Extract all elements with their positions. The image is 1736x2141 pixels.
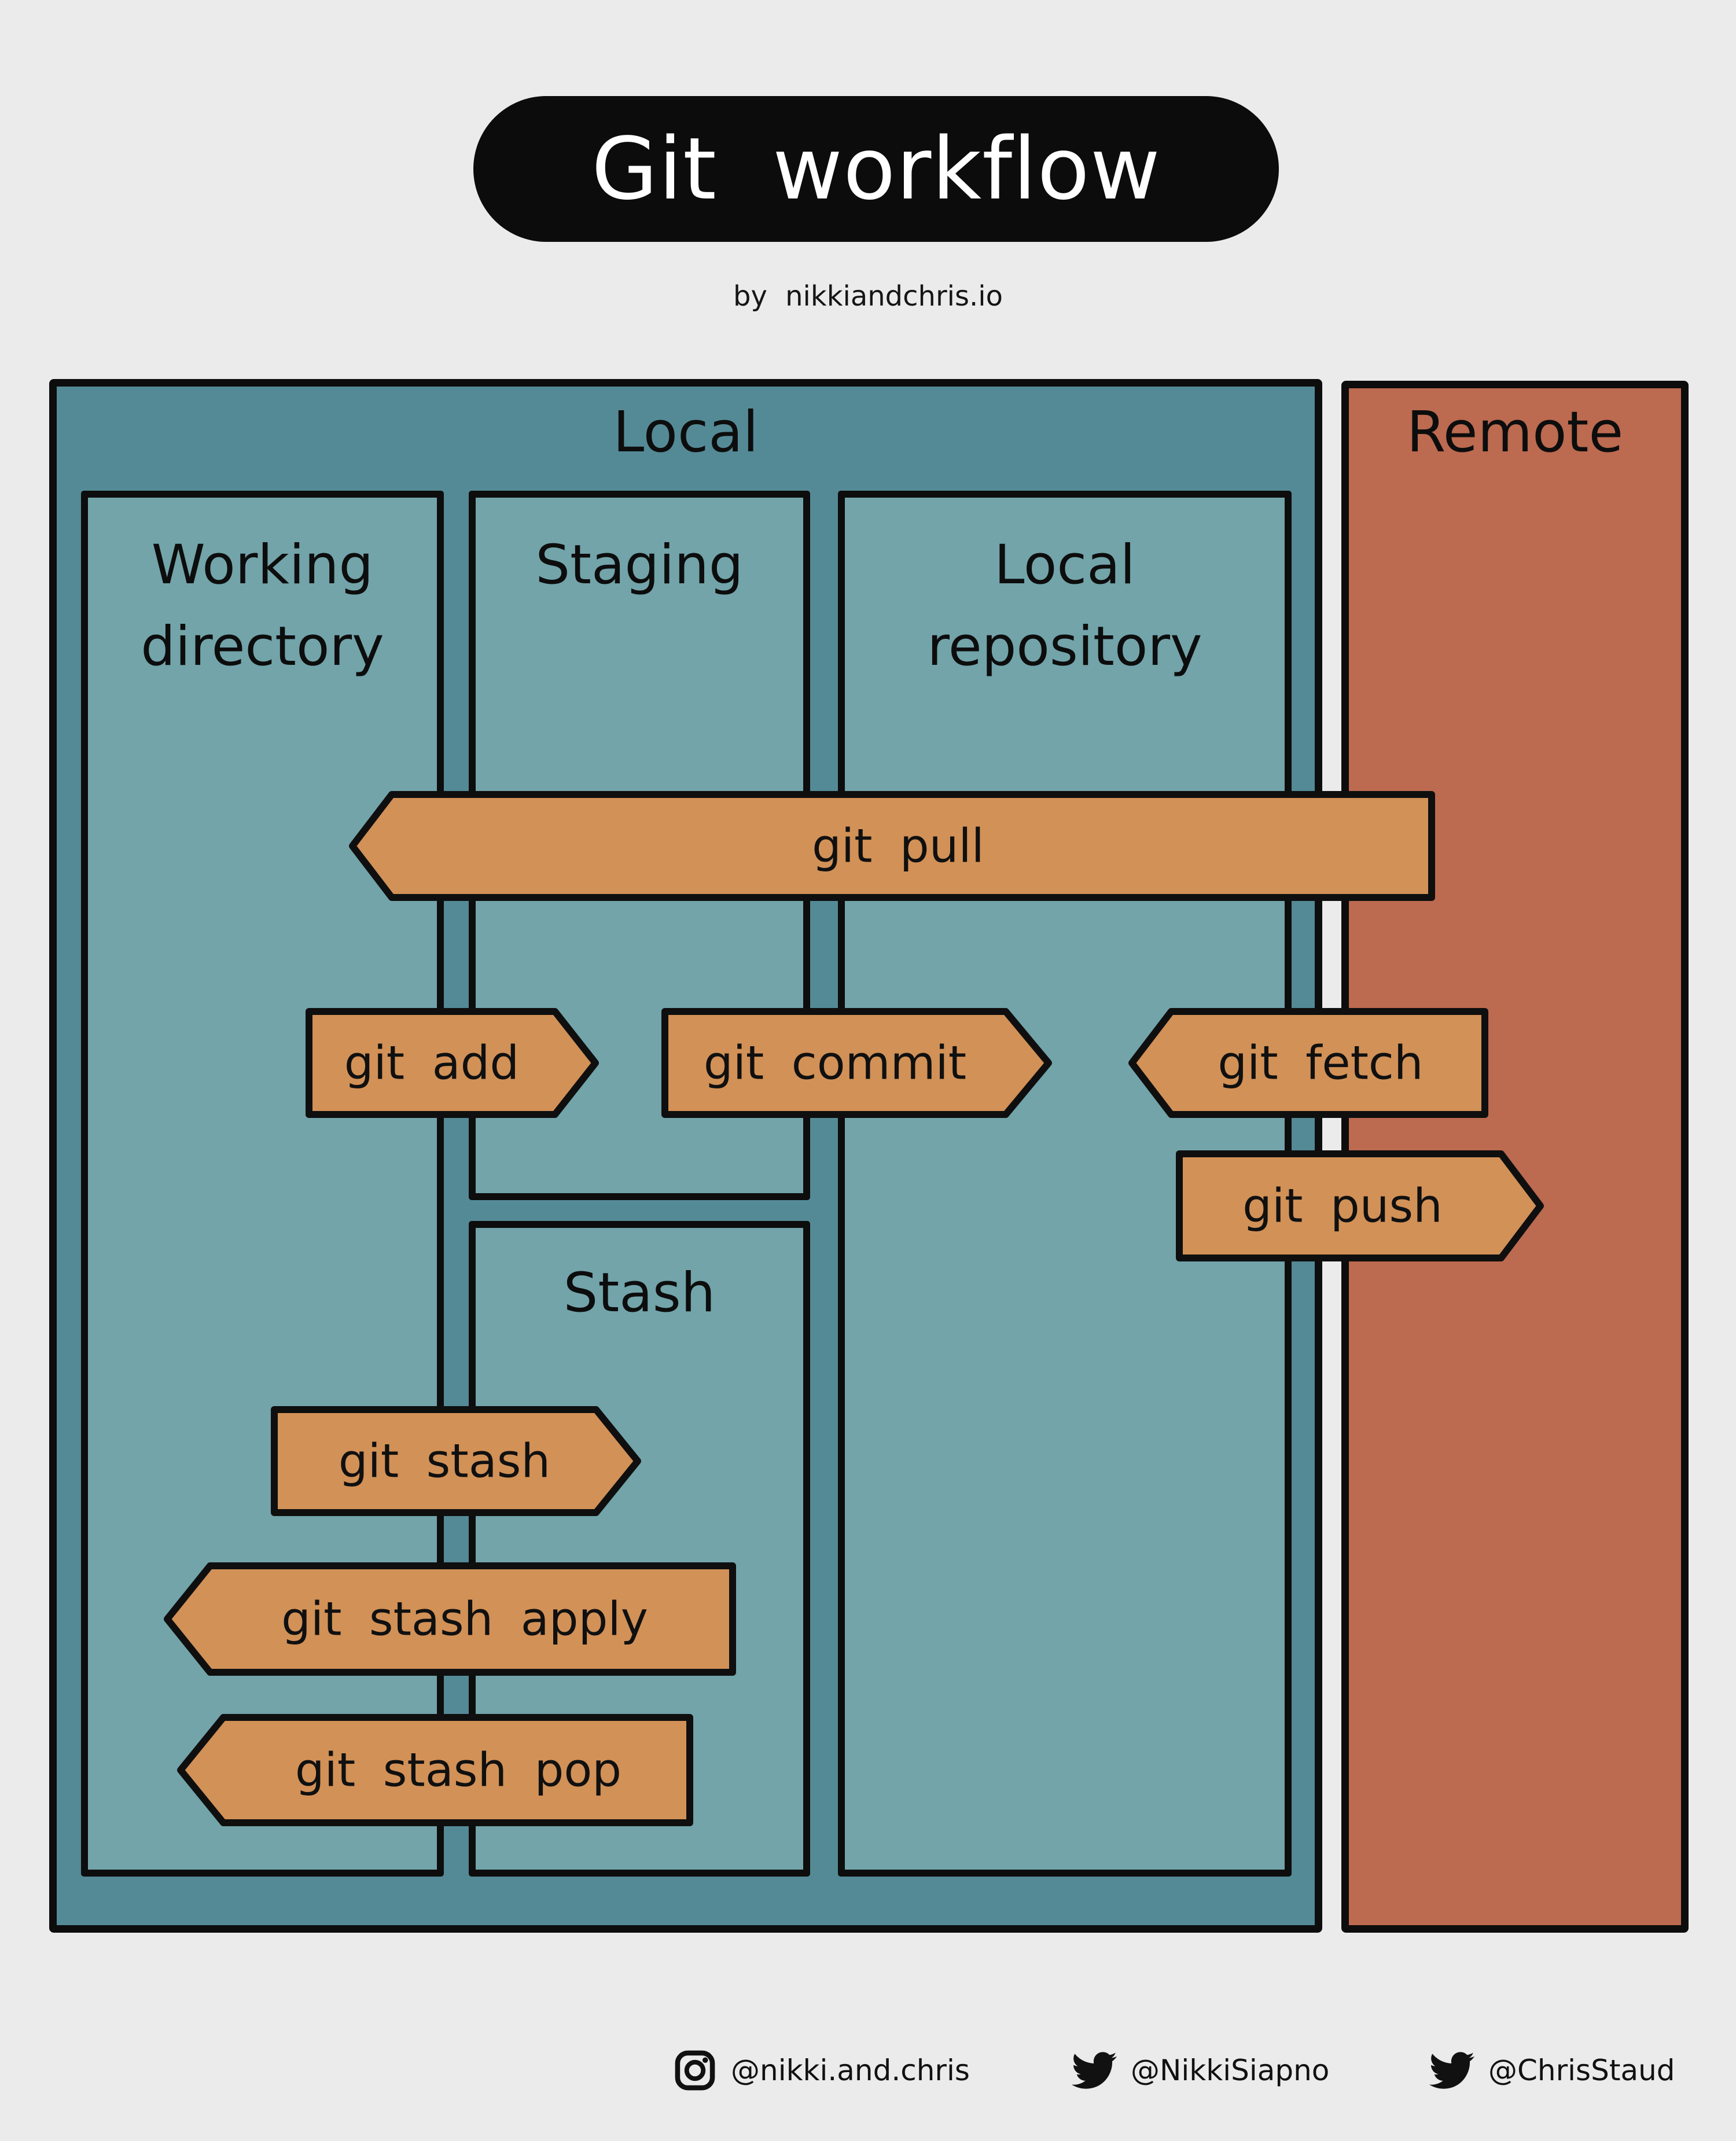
arrow-git-commit-shape	[661, 1008, 1052, 1118]
box-working-directory-label: Working directory	[141, 534, 384, 678]
arrow-git-pull: git pull	[349, 791, 1435, 901]
arrow-git-stash-pop-label: git stash pop	[295, 1743, 621, 1797]
arrow-git-commit: git commit	[661, 1008, 1052, 1118]
arrow-git-commit-label: git commit	[704, 1036, 966, 1090]
instagram-handle: @nikki.and.chris	[731, 2054, 970, 2087]
twitter-icon	[1429, 2052, 1474, 2089]
arrow-git-fetch-shape	[1128, 1008, 1488, 1118]
arrow-git-add-label: git add	[344, 1036, 519, 1090]
page-title: Git workflow	[591, 119, 1161, 219]
panel-remote-label: Remote	[1406, 399, 1624, 465]
twitter-handle-nikki: @NikkiSiapno	[1131, 2054, 1330, 2087]
twitter-handle-chris: @ChrisStaud	[1488, 2054, 1675, 2087]
arrow-git-push: git push	[1176, 1150, 1544, 1261]
byline: by nikkiandchris.io	[733, 280, 1003, 312]
arrow-git-stash-shape	[271, 1406, 641, 1516]
box-local-repository-label: Local repository	[927, 534, 1202, 678]
panel-local-label: Local	[613, 399, 759, 465]
arrow-git-stash: git stash	[271, 1406, 641, 1516]
footer-twitter-nikki: @NikkiSiapno	[1072, 2044, 1329, 2097]
footer-instagram: @nikki.and.chris	[673, 2044, 970, 2097]
footer-twitter-chris: @ChrisStaud	[1429, 2044, 1675, 2097]
arrow-git-push-label: git push	[1242, 1179, 1443, 1233]
footer: @nikki.and.chris @NikkiSiapno @ChrisStau…	[0, 2044, 1736, 2097]
title-pill: Git workflow	[473, 96, 1279, 242]
arrow-git-stash-apply-shape	[164, 1562, 736, 1676]
instagram-icon	[675, 2050, 715, 2091]
arrow-git-pull-label: git pull	[812, 819, 984, 873]
arrow-git-add-shape	[306, 1008, 599, 1118]
arrow-git-stash-pop-shape	[177, 1714, 693, 1826]
arrow-git-push-shape	[1176, 1150, 1544, 1261]
arrow-git-stash-apply: git stash apply	[164, 1562, 736, 1676]
arrow-git-stash-pop: git stash pop	[177, 1714, 693, 1826]
box-staging-label: Staging	[535, 534, 744, 597]
arrow-git-fetch-label: git fetch	[1218, 1036, 1423, 1090]
arrow-git-pull-shape	[349, 791, 1435, 901]
box-stash-label: Stash	[563, 1261, 716, 1325]
arrow-git-add: git add	[306, 1008, 599, 1118]
twitter-icon	[1072, 2052, 1117, 2089]
arrow-git-stash-label: git stash	[339, 1434, 550, 1488]
arrow-git-fetch: git fetch	[1128, 1008, 1488, 1118]
arrow-git-stash-apply-label: git stash apply	[281, 1592, 648, 1646]
